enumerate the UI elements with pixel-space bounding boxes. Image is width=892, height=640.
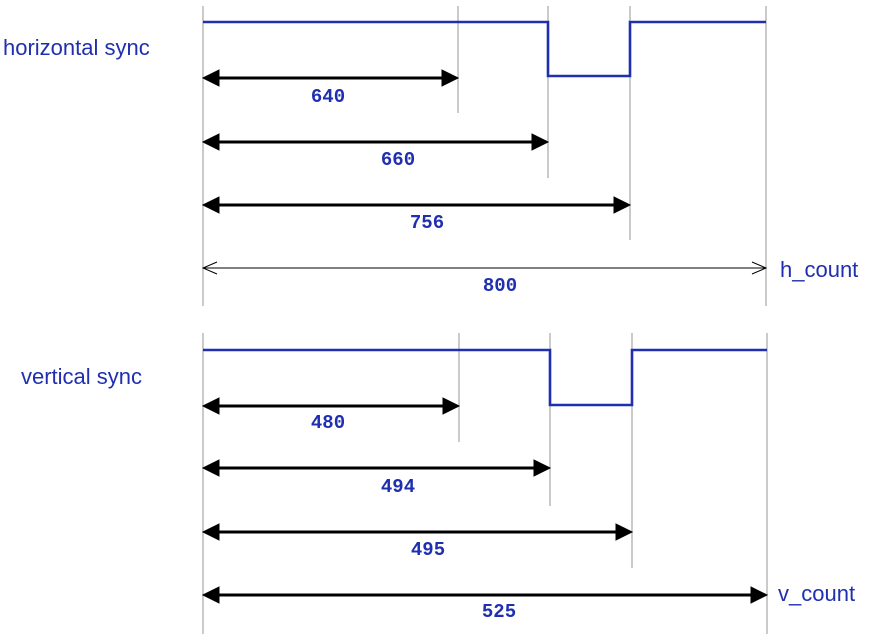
- v-arrow-494: [201, 459, 552, 477]
- h-arrow-640: [201, 69, 460, 87]
- v-arrow-525: [201, 586, 769, 604]
- horizontal-sync-waveform: [203, 20, 766, 78]
- h-count-label: h_count: [780, 257, 858, 282]
- h-value-800: 800: [483, 275, 517, 297]
- v-count-label: v_count: [778, 581, 855, 606]
- h-arrow-800: [201, 261, 768, 275]
- horizontal-sync-section: horizontal sync 640 660 756: [3, 6, 858, 306]
- h-arrow-756: [201, 196, 632, 214]
- v-value-525: 525: [482, 601, 516, 623]
- vertical-sync-waveform: [203, 348, 767, 407]
- h-value-640: 640: [311, 86, 345, 108]
- v-value-494: 494: [381, 476, 415, 498]
- horizontal-sync-label: horizontal sync: [3, 35, 150, 60]
- h-value-660: 660: [381, 149, 415, 171]
- v-arrow-495: [201, 523, 634, 541]
- v-value-495: 495: [411, 539, 445, 561]
- vertical-sync-label: vertical sync: [21, 364, 142, 389]
- h-arrow-660: [201, 133, 550, 151]
- v-value-480: 480: [311, 412, 345, 434]
- vertical-sync-section: vertical sync 480 494 495: [21, 333, 855, 634]
- v-arrow-480: [201, 397, 461, 415]
- h-value-756: 756: [410, 212, 444, 234]
